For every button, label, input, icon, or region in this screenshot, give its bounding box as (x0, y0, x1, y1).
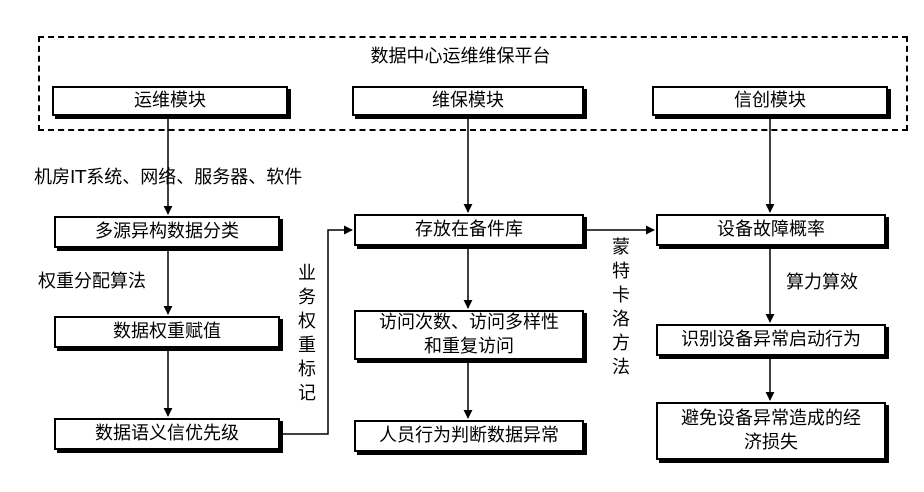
weight-assign-box: 数据权重赋值 (54, 316, 280, 348)
fault-probability-box: 设备故障概率 (656, 214, 886, 246)
avoid-loss-box: 避免设备异常造成的经济损失 (656, 402, 886, 460)
weight-algorithm-label: 权重分配算法 (38, 271, 146, 293)
access-metrics-box: 访问次数、访问多样性和重复访问 (354, 310, 584, 360)
semantic-priority-box: 数据语义信优先级 (54, 418, 280, 450)
identify-abnormal-box: 识别设备异常启动行为 (656, 324, 886, 356)
behavior-judgement-box: 人员行为判断数据异常 (354, 420, 584, 452)
source-systems-label: 机房IT系统、网络、服务器、软件 (34, 167, 302, 189)
spare-parts-store-box: 存放在备件库 (354, 214, 584, 246)
monte-carlo-label: 蒙特卡洛方法 (610, 236, 632, 380)
platform-title: 数据中心运维维保平台 (358, 46, 563, 68)
compute-efficiency-label: 算力算效 (786, 272, 858, 294)
maint-module-box: 维保模块 (352, 86, 584, 116)
xinchuang-module-box: 信创模块 (652, 86, 888, 116)
classify-box: 多源异构数据分类 (54, 216, 280, 248)
business-weight-tag-label: 业务权重标记 (296, 262, 318, 406)
ops-module-box: 运维模块 (52, 86, 288, 116)
